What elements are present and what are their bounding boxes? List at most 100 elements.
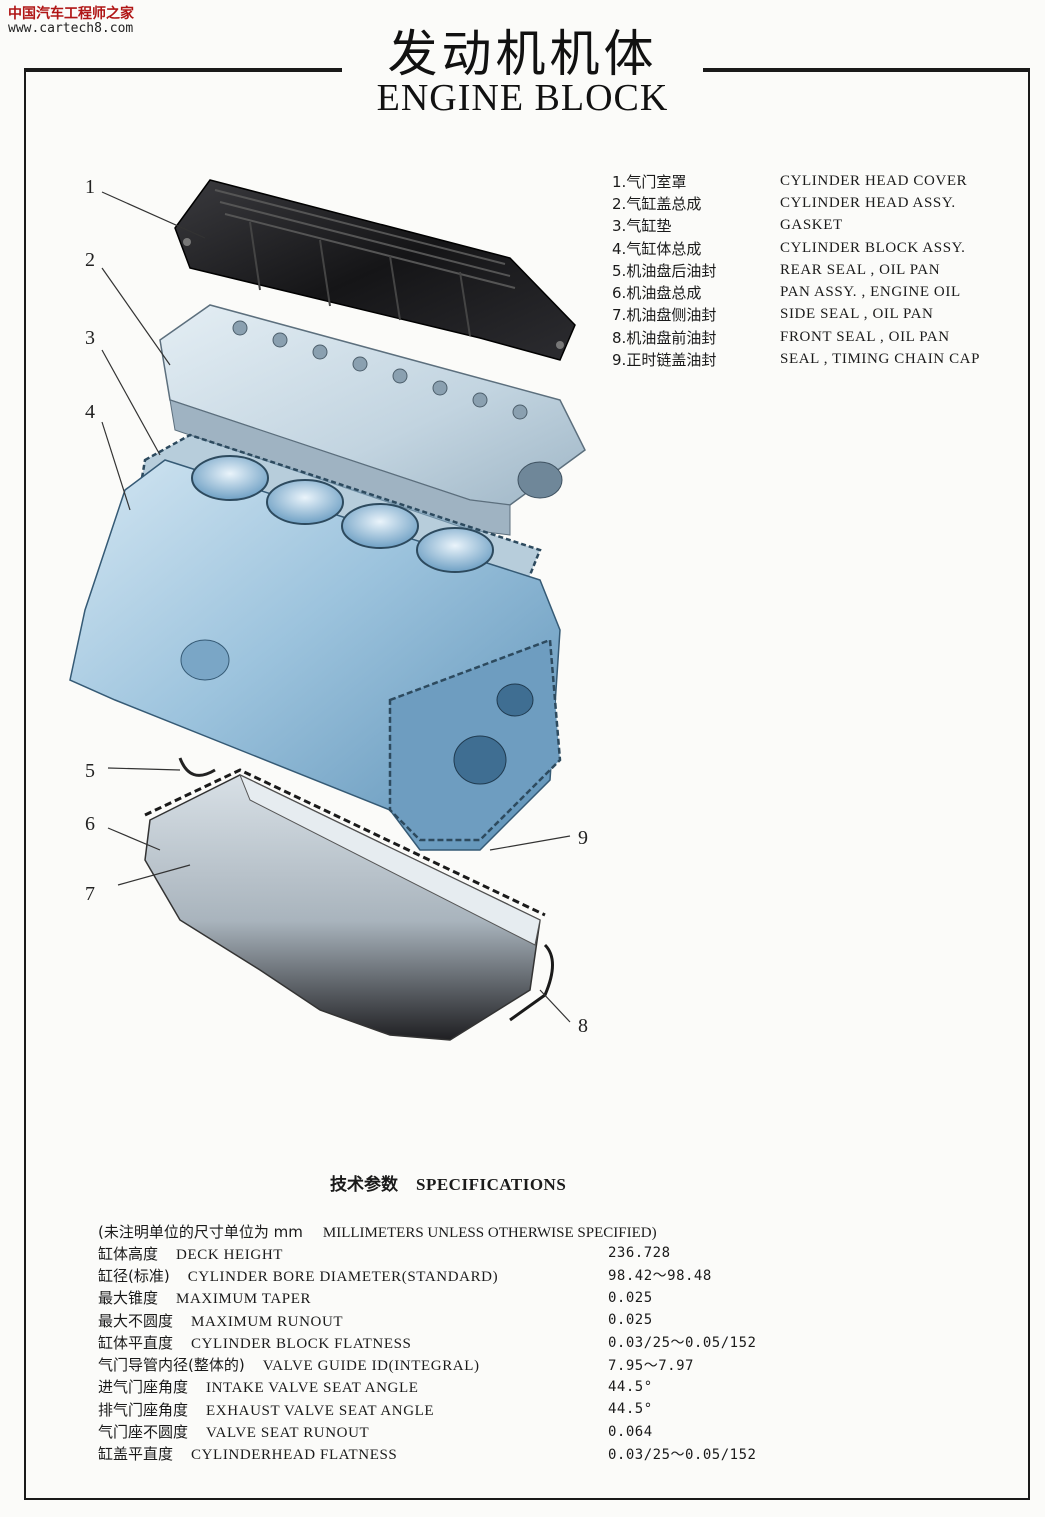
spec-label-cn: 进气门座角度 bbox=[98, 1378, 189, 1397]
page-frame bbox=[24, 68, 1030, 1500]
spec-label-cn: 缸体高度 bbox=[98, 1244, 159, 1263]
watermark: 中国汽车工程师之家 www.cartech8.com bbox=[8, 6, 134, 37]
spec-label-cn: 缸盖平直度 bbox=[98, 1445, 174, 1464]
units-note-cn: (未注明单位的尺寸单位为 mm bbox=[98, 1223, 303, 1241]
callout-6: 6 bbox=[85, 813, 95, 835]
spec-value: 44.5° bbox=[608, 1401, 653, 1418]
spec-value: 7.95～7.97 bbox=[608, 1357, 694, 1374]
legend-num: 8. bbox=[612, 328, 627, 347]
legend-item: 4.气缸体总成 CYLINDER BLOCK ASSY. bbox=[612, 237, 980, 259]
legend-cn-label: 气缸垫 bbox=[626, 217, 672, 236]
units-note-en: MILLIMETERS UNLESS OTHERWISE SPECIFIED) bbox=[322, 1225, 657, 1241]
watermark-url: www.cartech8.com bbox=[8, 21, 134, 37]
callout-5: 5 bbox=[85, 760, 95, 782]
legend-en-label: SIDE SEAL , OIL PAN bbox=[780, 306, 934, 323]
cylinder-block bbox=[69, 455, 562, 851]
spec-label-en: CYLINDERHEAD FLATNESS bbox=[191, 1447, 398, 1464]
cylinder-head-cover bbox=[174, 179, 576, 361]
legend-en-label: CYLINDER HEAD COVER bbox=[780, 172, 968, 189]
spec-label-en: VALVE SEAT RUNOUT bbox=[206, 1425, 370, 1442]
callout-2: 2 bbox=[85, 249, 95, 271]
legend-item: 5.机油盘后油封 REAR SEAL , OIL PAN bbox=[612, 259, 980, 281]
page-title-cn: 发动机机体 bbox=[387, 25, 658, 83]
callout-8: 8 bbox=[578, 1015, 588, 1037]
spec-row: 缸径(标准) CYLINDER BORE DIAMETER(STANDARD) 9… bbox=[98, 1264, 756, 1286]
spec-label-cn: 最大不圆度 bbox=[98, 1311, 174, 1330]
legend-item: 8.机油盘前油封 FRONT SEAL , OIL PAN bbox=[612, 326, 980, 348]
spec-label-en: VALVE GUIDE ID(INTEGRAL) bbox=[262, 1358, 480, 1375]
legend-item: 7.机油盘侧油封 SIDE SEAL , OIL PAN bbox=[612, 304, 980, 326]
legend-cn-label: 机油盘前油封 bbox=[626, 328, 717, 347]
spec-label-cn: 排气门座角度 bbox=[98, 1400, 189, 1419]
callout-9: 9 bbox=[578, 827, 588, 849]
legend-cn-label: 气缸盖总成 bbox=[626, 194, 702, 213]
spec-label-en: INTAKE VALVE SEAT ANGLE bbox=[206, 1380, 419, 1397]
legend-en-label: CYLINDER BLOCK ASSY. bbox=[780, 239, 966, 256]
spec-value: 236.728 bbox=[608, 1245, 671, 1262]
legend-num: 9. bbox=[612, 351, 627, 370]
specifications-heading-cn: 技术参数 bbox=[330, 1175, 398, 1195]
engine-exploded-diagram: 1 2 3 4 5 6 7 8 9 bbox=[69, 176, 588, 1041]
specifications-table: 缸体高度 DECK HEIGHT 236.728 缸径(标准) CYLINDER B… bbox=[98, 1242, 756, 1465]
legend-num: 5. bbox=[612, 261, 627, 280]
spec-label-cn: 气门座不圆度 bbox=[98, 1423, 189, 1442]
spec-value: 0.03/25～0.05/152 bbox=[608, 1446, 757, 1463]
callout-3: 3 bbox=[85, 327, 95, 349]
spec-row: 气门座不圆度 VALVE SEAT RUNOUT 0.064 bbox=[98, 1420, 756, 1442]
legend-en-label: SEAL , TIMING CHAIN CAP bbox=[780, 351, 981, 368]
spec-label-en: MAXIMUM RUNOUT bbox=[191, 1313, 344, 1330]
frame-top-rule-right bbox=[703, 68, 1028, 72]
spec-label-cn: 缸径(标准) bbox=[98, 1266, 170, 1285]
legend-en-label: GASKET bbox=[780, 217, 843, 234]
legend-num: 3. bbox=[612, 217, 627, 236]
legend-num: 1. bbox=[612, 172, 627, 191]
parts-legend: 1.气门室罩 CYLINDER HEAD COVER 2.气缸盖总成 CYLIN… bbox=[612, 170, 980, 371]
specifications-heading: 技术参数 SPECIFICATIONS bbox=[330, 1170, 566, 1195]
spec-label-cn: 气门导管内径(整体的) bbox=[98, 1356, 245, 1375]
oil-pan bbox=[144, 773, 541, 1041]
side-seal-oil-pan bbox=[144, 768, 546, 917]
spec-row: 缸体高度 DECK HEIGHT 236.728 bbox=[98, 1242, 756, 1264]
legend-num: 4. bbox=[612, 239, 627, 258]
spec-label-en: EXHAUST VALVE SEAT ANGLE bbox=[206, 1402, 435, 1419]
cylinder-head bbox=[159, 304, 586, 536]
callout-4: 4 bbox=[85, 401, 95, 423]
page-title-en: ENGINE BLOCK bbox=[376, 77, 669, 119]
spec-value: 0.025 bbox=[608, 1289, 653, 1306]
callout-1: 1 bbox=[85, 176, 95, 198]
legend-item: 3.气缸垫 GASKET bbox=[612, 215, 980, 237]
spec-label-en: CYLINDER BLOCK FLATNESS bbox=[191, 1335, 412, 1352]
spec-label-cn: 缸体平直度 bbox=[98, 1333, 174, 1352]
legend-num: 7. bbox=[612, 306, 627, 325]
legend-cn-label: 气门室罩 bbox=[626, 172, 687, 191]
legend-item: 1.气门室罩 CYLINDER HEAD COVER bbox=[612, 170, 980, 192]
legend-cn-label: 气缸体总成 bbox=[626, 239, 702, 258]
spec-value: 0.03/25～0.05/152 bbox=[608, 1335, 757, 1352]
spec-label-en: DECK HEIGHT bbox=[176, 1246, 284, 1263]
legend-item: 2.气缸盖总成 CYLINDER HEAD ASSY. bbox=[612, 192, 980, 214]
legend-num: 6. bbox=[612, 284, 627, 303]
legend-en-label: CYLINDER HEAD ASSY. bbox=[780, 194, 956, 211]
rear-seal-oil-pan bbox=[178, 757, 216, 777]
legend-en-label: REAR SEAL , OIL PAN bbox=[780, 261, 941, 278]
legend-en-label: PAN ASSY. , ENGINE OIL bbox=[780, 284, 961, 301]
legend-cn-label: 机油盘侧油封 bbox=[626, 306, 717, 325]
spec-row: 缸体平直度 CYLINDER BLOCK FLATNESS 0.03/25～0.0… bbox=[98, 1331, 756, 1353]
specifications-heading-en: SPECIFICATIONS bbox=[416, 1175, 567, 1194]
legend-item: 6.机油盘总成 PAN ASSY. , ENGINE OIL bbox=[612, 281, 980, 303]
spec-row: 排气门座角度 EXHAUST VALVE SEAT ANGLE 44.5° bbox=[98, 1398, 756, 1420]
legend-cn-label: 机油盘总成 bbox=[626, 284, 702, 303]
spec-row: 缸盖平直度 CYLINDERHEAD FLATNESS 0.03/25～0.05/… bbox=[98, 1443, 756, 1465]
spec-value: 0.064 bbox=[608, 1423, 653, 1440]
units-note: (未注明单位的尺寸单位为 mm MILLIMETERS UNLESS OTHERW… bbox=[98, 1221, 657, 1242]
watermark-site-name: 中国汽车工程师之家 bbox=[8, 6, 134, 22]
spec-label-en: CYLINDER BORE DIAMETER(STANDARD) bbox=[187, 1268, 499, 1285]
spec-value: 98.42～98.48 bbox=[608, 1268, 712, 1285]
legend-en-label: FRONT SEAL , OIL PAN bbox=[780, 328, 950, 345]
spec-row: 进气门座角度 INTAKE VALVE SEAT ANGLE 44.5° bbox=[98, 1376, 756, 1398]
legend-num: 2. bbox=[612, 194, 627, 213]
legend-cn-label: 机油盘后油封 bbox=[626, 261, 717, 280]
spec-value: 44.5° bbox=[608, 1378, 653, 1395]
